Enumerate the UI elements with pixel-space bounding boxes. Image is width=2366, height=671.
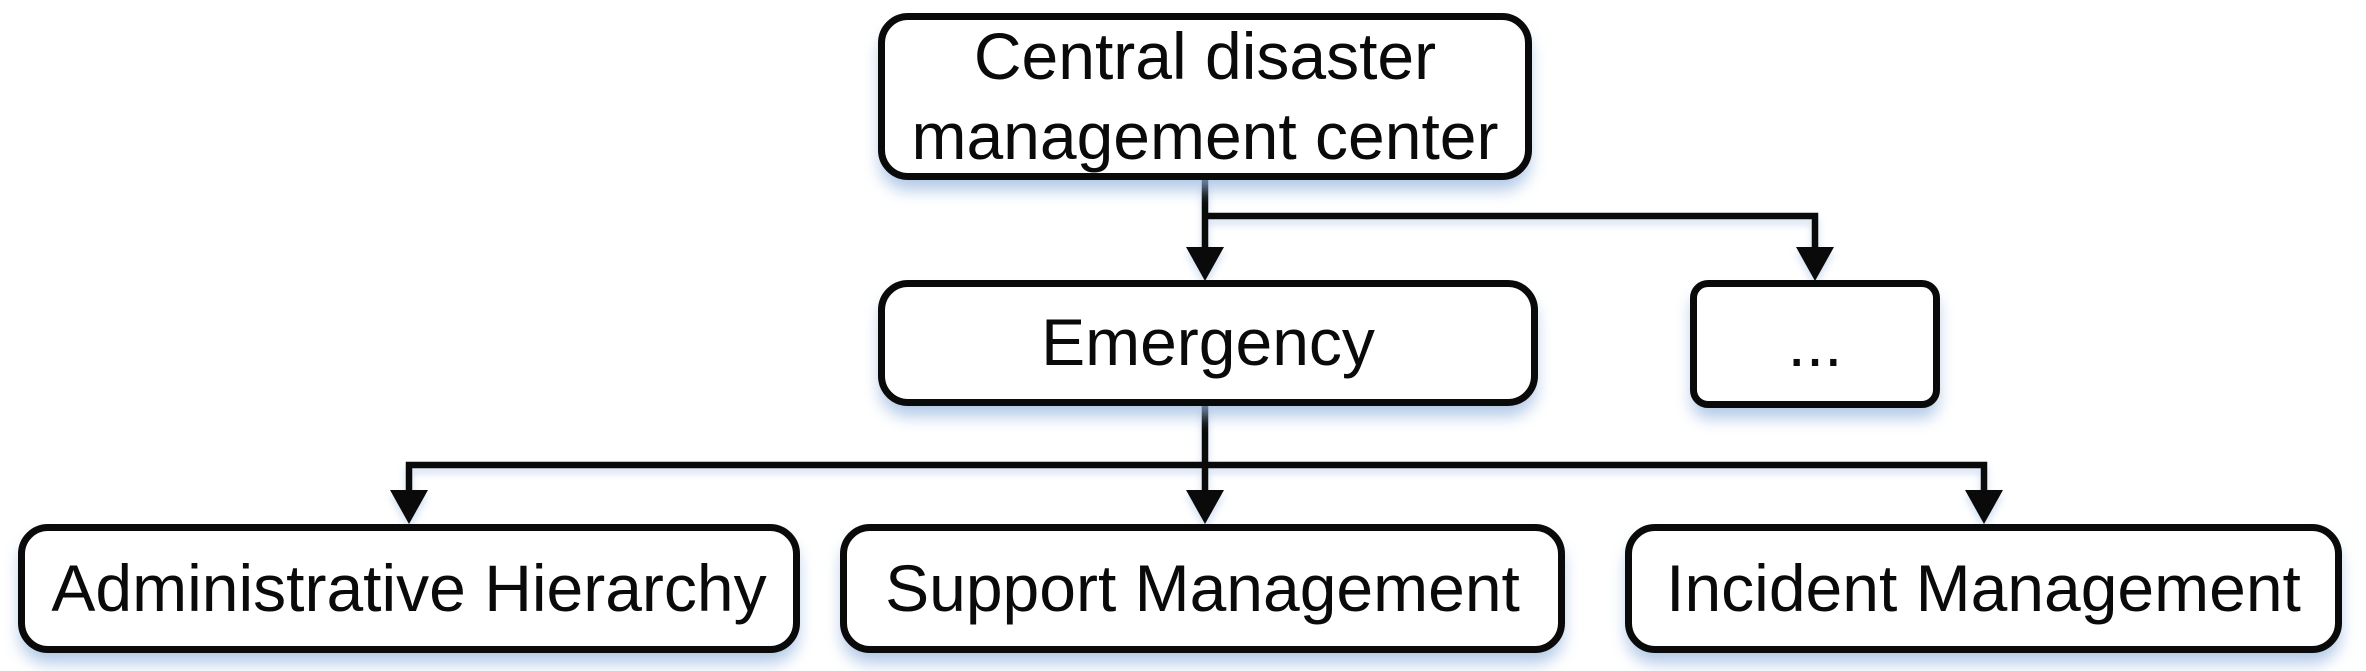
arrowhead-others: [1796, 247, 1834, 281]
node-incident-management: Incident Management: [1625, 524, 2342, 653]
node-label: Central disaster management center: [911, 19, 1499, 173]
node-label: Support Management: [885, 550, 1520, 625]
edge-bus: [405, 461, 1988, 492]
node-central-disaster-management-center: Central disaster management center: [878, 13, 1532, 180]
node-label: Administrative Hierarchy: [51, 550, 767, 625]
node-support-management: Support Management: [840, 524, 1565, 653]
arrowhead-admin: [390, 490, 428, 524]
arrowhead-incident: [1965, 490, 2003, 524]
node-label: Emergency: [1041, 305, 1375, 380]
node-label: ...: [1787, 306, 1843, 381]
node-ellipsis: ...: [1690, 280, 1940, 408]
edge-central-others: [1205, 212, 1819, 250]
node-emergency: Emergency: [878, 280, 1538, 406]
node-label: Incident Management: [1666, 550, 2301, 625]
arrowhead-emergency: [1186, 247, 1224, 281]
arrowhead-support: [1186, 490, 1224, 524]
node-administrative-hierarchy: Administrative Hierarchy: [18, 524, 800, 653]
